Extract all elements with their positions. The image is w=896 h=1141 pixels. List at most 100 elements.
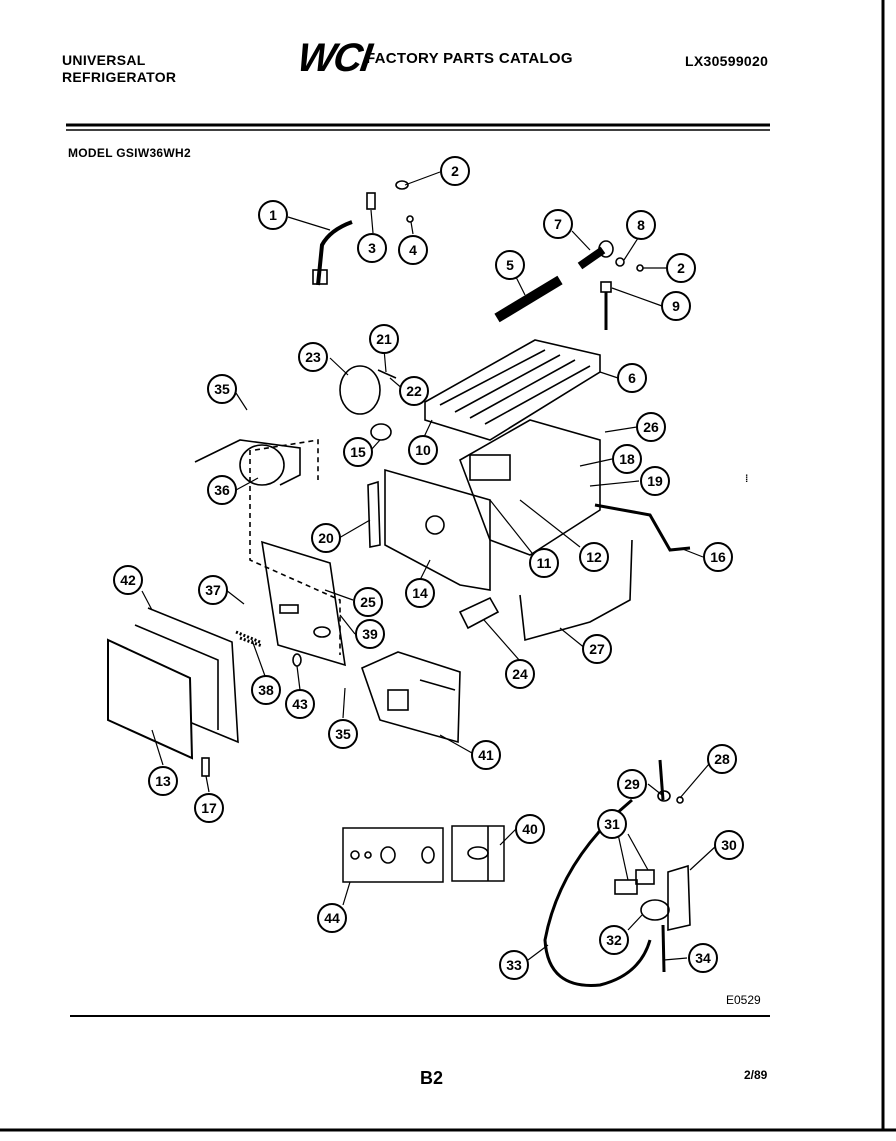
callout-44: 44 (317, 903, 347, 933)
callout-circle (707, 744, 737, 774)
callout-circle (251, 675, 281, 705)
callout-32: 32 (599, 925, 629, 955)
screw-17 (201, 757, 210, 777)
callout-30: 30 (714, 830, 744, 860)
callout-circle (579, 542, 609, 572)
clamp-kit-40 (451, 825, 505, 882)
callout-circle (357, 233, 387, 263)
page-number: B2 (420, 1068, 444, 1088)
callout-number: 14 (412, 585, 428, 601)
screw-2-top (406, 215, 414, 223)
callout-15: 15 (343, 437, 373, 467)
callout-circle (258, 200, 288, 230)
screw-2-right (636, 264, 644, 272)
callout-16: 16 (703, 542, 733, 572)
callout-21: 21 (369, 324, 399, 354)
callout-circle (617, 769, 647, 799)
plate-slot (279, 604, 299, 614)
mounting-plate-39 (261, 540, 346, 667)
callout-number: 41 (478, 747, 494, 763)
callout-11: 11 (529, 548, 559, 578)
callout-circle (328, 719, 358, 749)
callout-circle (703, 542, 733, 572)
callout-number: 1 (269, 207, 277, 223)
spring-38 (235, 630, 263, 648)
callout-circle (194, 793, 224, 823)
callout-number: 35 (214, 381, 230, 397)
assembly-guide-top (254, 439, 319, 480)
callout-circle (661, 291, 691, 321)
callout-1: 1 (258, 200, 288, 230)
callout-circle (599, 925, 629, 955)
callout-number: 9 (672, 298, 680, 314)
callout-9: 9 (661, 291, 691, 321)
callout-4: 4 (398, 235, 428, 265)
catalog-title: FACTORY PARTS CATALOG (366, 50, 573, 67)
callout-28: 28 (707, 744, 737, 774)
callout-number: 13 (155, 773, 171, 789)
callout-20: 20 (311, 523, 341, 553)
callout-number: 11 (537, 555, 552, 571)
callout-number: 24 (512, 666, 528, 682)
callout-circle (408, 435, 438, 465)
callout-circle (505, 659, 535, 689)
callout-31: 31 (597, 809, 627, 839)
callout-3: 3 (357, 233, 387, 263)
callout-circle (207, 475, 237, 505)
callout-number: 44 (324, 910, 340, 926)
callout-circle (298, 342, 328, 372)
callout-39: 39 (355, 619, 385, 649)
callout-circle (148, 766, 178, 796)
front-cover-42 (147, 607, 239, 744)
callout-19: 19 (640, 466, 670, 496)
valve-bracket-30 (667, 864, 691, 932)
housing-hole (425, 515, 445, 535)
callout-number: 36 (214, 482, 230, 498)
callout-circle (317, 903, 347, 933)
callout-circle (285, 689, 315, 719)
callout-circle (113, 565, 143, 595)
callout-circle (626, 210, 656, 240)
clamp-31b (635, 869, 655, 885)
callout-number: 5 (506, 257, 514, 273)
valve-32 (640, 899, 670, 921)
callout-circle (369, 324, 399, 354)
ice-mold-tray (424, 339, 601, 441)
motor-36 (239, 444, 285, 486)
callout-35: 35 (207, 374, 237, 404)
callout-12: 12 (579, 542, 609, 572)
kit-washer (350, 850, 360, 860)
callout-37: 37 (198, 575, 228, 605)
callout-circle (343, 437, 373, 467)
callout-circle (499, 950, 529, 980)
callout-number: 40 (522, 821, 538, 837)
callout-13: 13 (148, 766, 178, 796)
callout-43: 43 (285, 689, 315, 719)
callout-circle (207, 374, 237, 404)
drawing-code: E0529 (726, 993, 761, 1007)
nut-8 (615, 257, 625, 267)
document-id: LX30599020 (685, 53, 769, 69)
clamp-40 (467, 846, 489, 860)
callout-number: 37 (205, 582, 221, 598)
callout-number: 27 (589, 641, 605, 657)
callout-number: 10 (415, 442, 431, 458)
callout-number: 2 (451, 163, 459, 179)
gear-shaft-21 (377, 369, 397, 379)
callout-number: 3 (368, 240, 376, 256)
callout-number: 2 (677, 260, 685, 276)
heater-block (469, 454, 511, 481)
brand-name: UNIVERSAL REFRIGERATOR (62, 52, 176, 86)
callout-number: 34 (695, 950, 711, 966)
tubing-33 (543, 798, 652, 987)
board-relay (387, 689, 409, 711)
callout-42: 42 (113, 565, 143, 595)
lever-20 (367, 480, 381, 548)
front-panel-13 (107, 638, 194, 760)
feeler-arm-16 (594, 503, 691, 552)
callout-circle (640, 466, 670, 496)
callout-number: 22 (406, 383, 422, 399)
supply-line-34 (661, 924, 666, 973)
callout-number: 26 (643, 419, 659, 435)
